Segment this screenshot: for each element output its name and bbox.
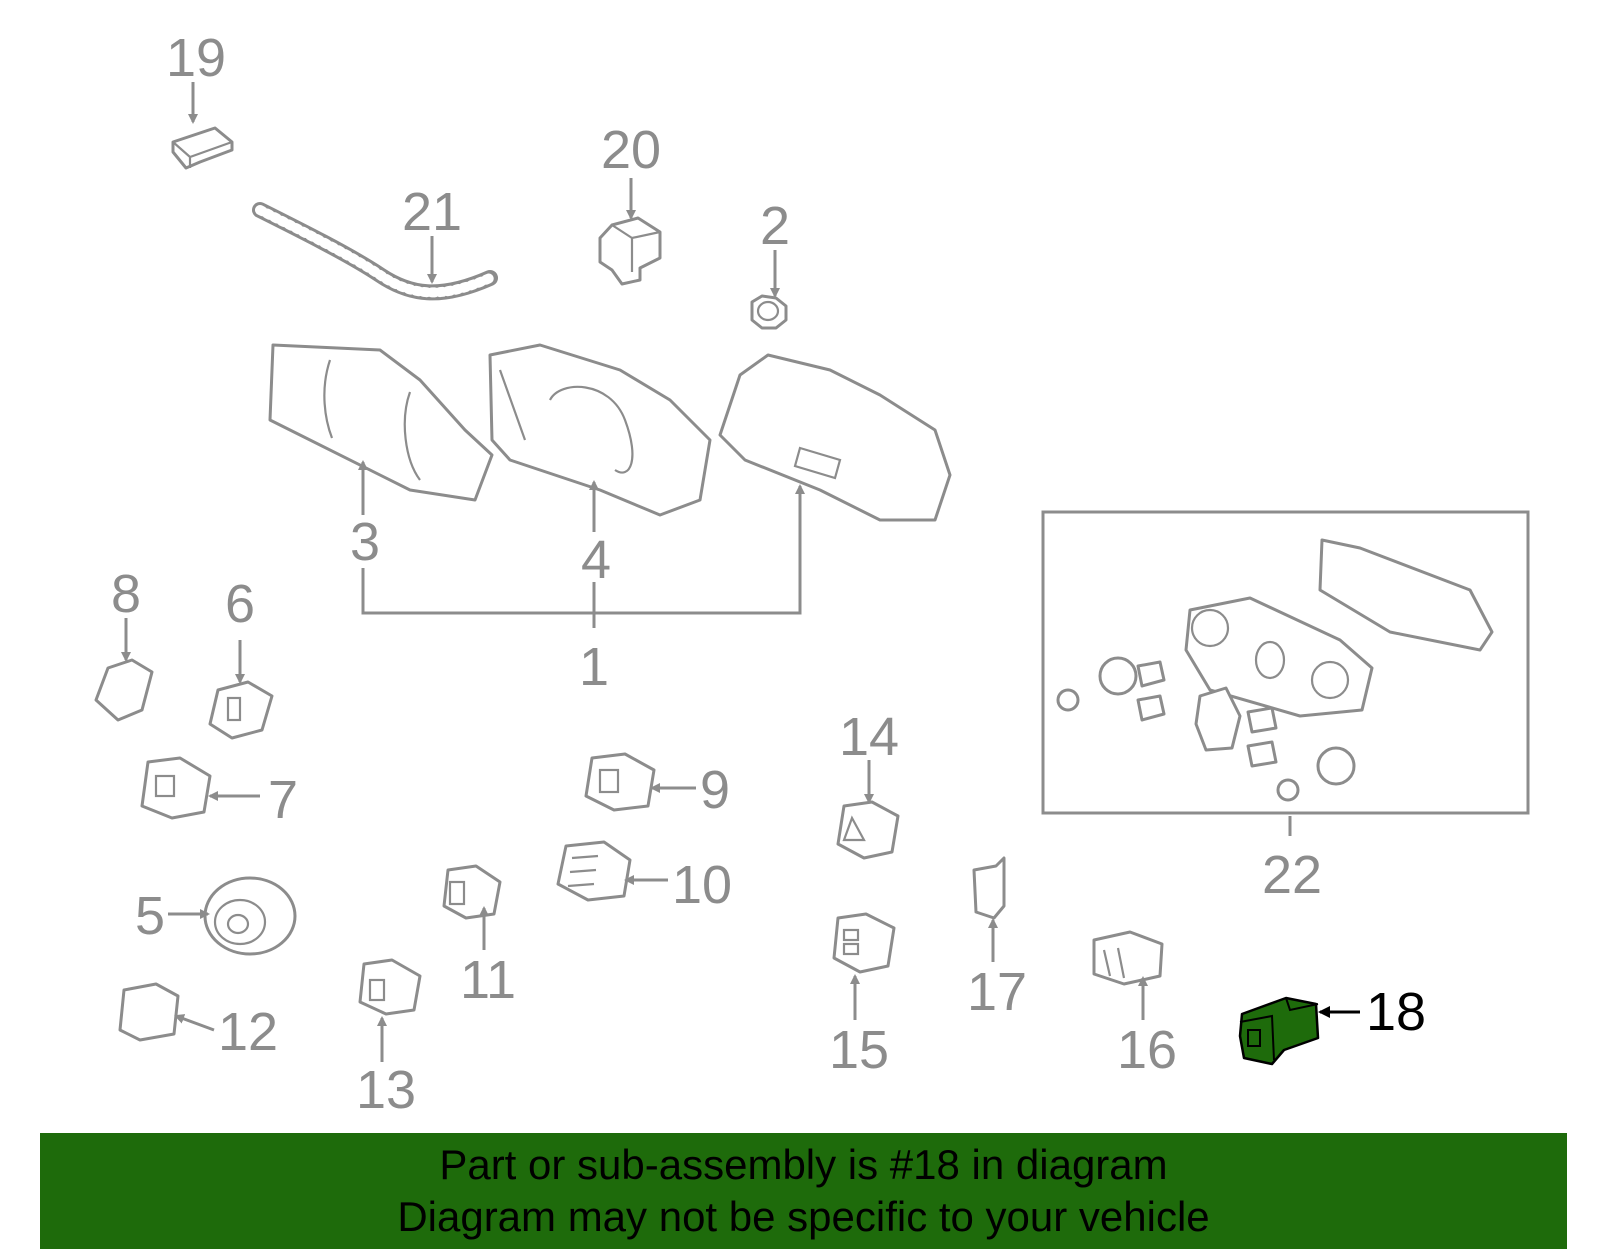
callout-7: 7 bbox=[268, 770, 298, 830]
part-18-switch-highlighted[interactable] bbox=[1238, 996, 1320, 1066]
part-10-switch[interactable] bbox=[556, 840, 632, 902]
callout-13: 13 bbox=[356, 1060, 416, 1120]
part-5-ignition-switch[interactable] bbox=[203, 876, 297, 956]
part-15-switch[interactable] bbox=[832, 912, 896, 974]
part-19-clip[interactable] bbox=[171, 126, 234, 170]
part-4-meter-visor[interactable] bbox=[488, 343, 712, 517]
part-9-switch[interactable] bbox=[584, 752, 656, 812]
banner-line-2: Diagram may not be specific to your vehi… bbox=[397, 1193, 1210, 1240]
banner-line-1: Part or sub-assembly is #18 in diagram bbox=[439, 1141, 1168, 1188]
callout-22: 22 bbox=[1262, 845, 1322, 905]
callout-12: 12 bbox=[218, 1002, 278, 1062]
part-2-nut[interactable] bbox=[750, 294, 788, 330]
part-1-meter-assembly[interactable] bbox=[718, 353, 952, 522]
callout-1: 1 bbox=[579, 637, 609, 697]
callout-14: 14 bbox=[839, 707, 899, 767]
callout-8: 8 bbox=[111, 564, 141, 624]
part-22-climate-control-unit[interactable] bbox=[1056, 538, 1494, 802]
callout-17: 17 bbox=[967, 962, 1027, 1022]
bracket-1 bbox=[361, 488, 802, 615]
callout-15: 15 bbox=[829, 1020, 889, 1080]
part-14-hazard-switch[interactable] bbox=[836, 800, 900, 860]
part-7-switch[interactable] bbox=[140, 756, 212, 820]
callout-4: 4 bbox=[581, 530, 611, 590]
part-13-switch[interactable] bbox=[358, 958, 422, 1016]
part-17-bracket[interactable] bbox=[972, 856, 1006, 920]
callout-3: 3 bbox=[350, 512, 380, 572]
callout-10: 10 bbox=[672, 855, 732, 915]
info-banner: Part or sub-assembly is #18 in diagram D… bbox=[40, 1133, 1567, 1249]
callout-6: 6 bbox=[225, 574, 255, 634]
part-11-switch[interactable] bbox=[442, 864, 502, 920]
part-16-switch[interactable] bbox=[1092, 930, 1164, 986]
callout-18: 18 bbox=[1366, 982, 1426, 1042]
callout-21: 21 bbox=[402, 182, 462, 242]
callout-16: 16 bbox=[1117, 1020, 1177, 1080]
part-21-cable[interactable] bbox=[252, 202, 498, 301]
leader-12 bbox=[174, 1014, 215, 1032]
callout-9: 9 bbox=[700, 760, 730, 820]
part-22-box bbox=[1041, 510, 1530, 815]
part-8-switch-cover[interactable] bbox=[94, 658, 154, 722]
part-20-connector[interactable] bbox=[598, 216, 662, 286]
callout-5: 5 bbox=[135, 886, 165, 946]
callout-20: 20 bbox=[601, 120, 661, 180]
part-3-meter-lens[interactable] bbox=[268, 343, 494, 502]
callout-11: 11 bbox=[460, 950, 516, 1010]
callout-2: 2 bbox=[760, 196, 790, 256]
part-12-blank-cap[interactable] bbox=[118, 982, 180, 1042]
part-6-switch[interactable] bbox=[208, 680, 274, 740]
callout-19: 19 bbox=[166, 28, 226, 88]
